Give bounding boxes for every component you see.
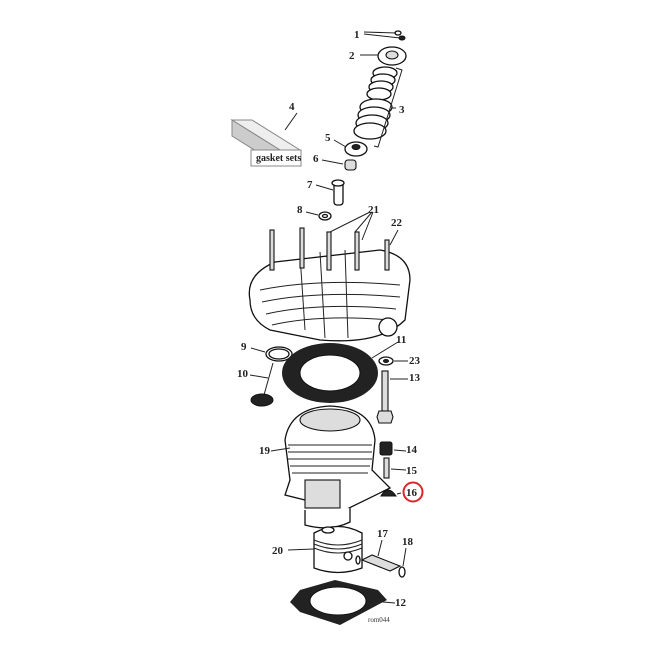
callout-7[interactable]: 7 [307,179,313,191]
part-20-piston[interactable] [313,525,363,574]
callout-5[interactable]: 5 [325,132,331,144]
part-10-valve[interactable] [250,362,274,407]
part-7-valve-guide[interactable] [331,179,345,206]
callout-11[interactable]: 11 [396,334,406,346]
part-5-spring-seat[interactable] [344,141,368,157]
callout-2[interactable]: 2 [349,50,355,62]
callout-18[interactable]: 18 [402,536,414,548]
part-1-valve-keepers[interactable] [394,30,406,41]
callout-20[interactable]: 20 [272,545,284,557]
part-17-piston-pin[interactable] [355,554,402,572]
callout-13[interactable]: 13 [409,372,421,384]
callout-15[interactable]: 15 [406,465,418,477]
leader-lines [249,31,408,604]
part-3-valve-springs[interactable] [353,66,403,148]
part-6-valve-seal[interactable] [344,159,357,171]
highlight-circle [402,481,424,503]
part-13-head-bolt[interactable] [376,370,394,424]
callout-17[interactable]: 17 [377,528,389,540]
callout-16[interactable]: 16 [406,487,418,499]
gasket-sets-label: gasket sets [256,153,301,164]
part-23-washer[interactable] [378,356,394,366]
part-19-cylinder[interactable] [284,405,392,529]
drawing-code: rom044 [368,616,390,624]
callout-10[interactable]: 10 [237,368,249,380]
callout-21[interactable]: 21 [368,204,379,216]
part-9-o-ring[interactable] [265,346,293,362]
part-4-gasket-sets-box[interactable]: gasket sets [230,119,302,167]
callout-9[interactable]: 9 [241,341,247,353]
callout-22[interactable]: 22 [391,217,403,229]
callout-3[interactable]: 3 [399,104,405,116]
part-15-stud[interactable] [383,457,390,479]
part-2-spring-retainer[interactable] [377,46,407,66]
callout-4[interactable]: 4 [289,101,295,113]
callout-1[interactable]: 1 [354,29,360,41]
part-18-circlip[interactable] [398,566,406,578]
part-14-nut[interactable] [379,441,393,456]
callout-14[interactable]: 14 [406,444,418,456]
callout-labels: 1 2 3 4 5 6 7 8 21 22 9 10 11 23 13 19 1… [237,29,424,624]
part-11-head-gasket[interactable] [282,343,378,403]
part-12-base-gasket[interactable] [290,580,387,625]
callout-12[interactable]: 12 [395,597,407,609]
cylinder-head[interactable] [248,227,411,342]
callout-19[interactable]: 19 [259,445,271,457]
part-8-washer[interactable] [318,211,332,221]
part-16-gasket[interactable] [380,489,397,497]
callout-8[interactable]: 8 [297,204,303,216]
callout-23[interactable]: 23 [409,355,421,367]
callout-6[interactable]: 6 [313,153,319,165]
